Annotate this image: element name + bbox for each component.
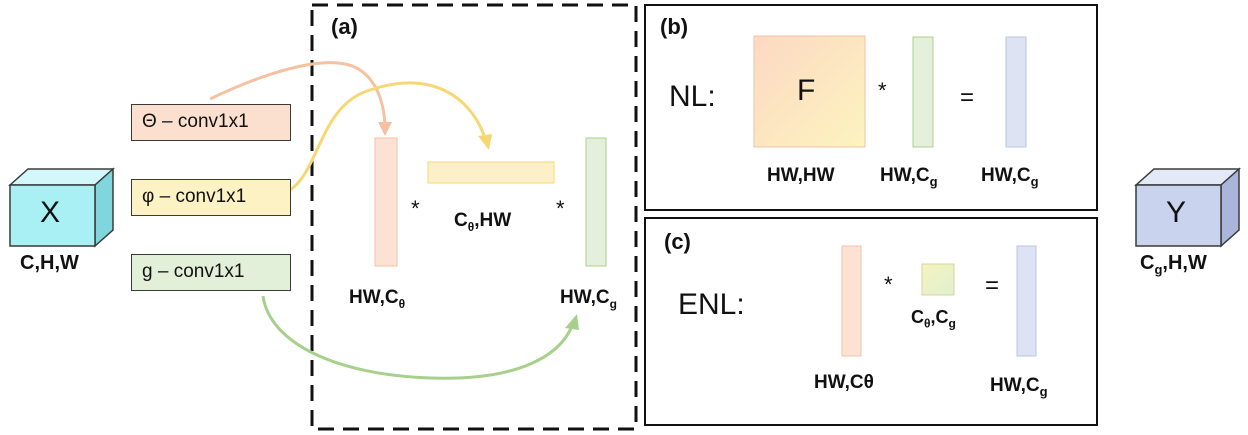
phi-bar bbox=[427, 161, 555, 184]
nl-op-mul: * bbox=[878, 78, 887, 103]
enl-name: ENL: bbox=[678, 288, 745, 321]
enl-small-dim-c: C bbox=[911, 307, 924, 327]
output-shape-c: C bbox=[1140, 252, 1155, 274]
phi-dim-rest: ,HW bbox=[474, 210, 512, 231]
nl-dim2: HW,Cg bbox=[880, 165, 938, 189]
enl-theta-bar bbox=[841, 245, 862, 357]
nl-name: NL: bbox=[669, 80, 716, 113]
op-star-1: * bbox=[411, 196, 420, 221]
f-matrix-label: F bbox=[797, 74, 816, 107]
input-cube bbox=[8, 167, 115, 248]
panel-a-border bbox=[310, 3, 638, 431]
nl-dim3: HW,Cg bbox=[981, 165, 1039, 189]
enl-dim3-sub: g bbox=[1039, 383, 1048, 399]
theta-dim-sub: θ bbox=[398, 296, 406, 311]
g-dim-label: HW,Cg bbox=[560, 287, 617, 311]
enl-dim3-c: HW,C bbox=[990, 375, 1040, 396]
output-shape-sub: g bbox=[1154, 262, 1163, 277]
theta-dim-label: HW,Cθ bbox=[349, 287, 405, 311]
output-shape-rest: ,H,W bbox=[1162, 252, 1207, 274]
theta-conv-box: Θ – conv1x1 bbox=[131, 104, 291, 141]
output-shape: Cg,H,W bbox=[1140, 252, 1207, 277]
enl-dim3: HW,Cg bbox=[990, 375, 1048, 399]
panel-a-tag: (a) bbox=[331, 14, 358, 39]
output-label: Y bbox=[1166, 196, 1187, 229]
input-shape: C,H,W bbox=[20, 252, 79, 274]
enl-small-matrix bbox=[921, 263, 955, 296]
input-label: X bbox=[40, 196, 61, 229]
enl-op-eq: = bbox=[985, 272, 1000, 299]
theta-arrow bbox=[209, 61, 392, 136]
g-dim-c: HW,C bbox=[560, 287, 610, 308]
theta-bar bbox=[374, 137, 398, 267]
nl-op-eq: = bbox=[960, 84, 975, 111]
g-arrow bbox=[261, 295, 579, 380]
enl-small-dim-sub: θ bbox=[924, 316, 931, 331]
nl-g-bar bbox=[912, 36, 934, 148]
g-bar bbox=[585, 137, 607, 267]
enl-dim1: HW,Cθ bbox=[814, 372, 874, 393]
nl-dim2-sub: g bbox=[929, 173, 938, 189]
panel-b-border bbox=[644, 4, 1098, 211]
g-dim-sub: g bbox=[609, 296, 617, 311]
g-conv-box: g – conv1x1 bbox=[131, 254, 291, 291]
nl-out-bar bbox=[1005, 36, 1027, 148]
enl-small-dim: Cθ,Cg bbox=[911, 307, 956, 331]
enl-out-bar bbox=[1016, 245, 1037, 357]
enl-small-dim-sub2: g bbox=[948, 316, 956, 331]
panel-c-border bbox=[644, 217, 1098, 426]
enl-op-mul: * bbox=[884, 272, 893, 297]
nl-dim3-sub: g bbox=[1030, 173, 1039, 189]
nl-dim1: HW,HW bbox=[767, 165, 835, 186]
phi-dim-sub: θ bbox=[467, 219, 475, 234]
enl-small-dim-mid: ,C bbox=[930, 307, 949, 327]
nl-dim2-c: HW,C bbox=[880, 165, 930, 186]
phi-dim-label: Cθ,HW bbox=[454, 210, 511, 234]
phi-arrow bbox=[289, 81, 492, 192]
theta-dim-c: HW,C bbox=[349, 287, 399, 308]
panel-c-tag: (c) bbox=[664, 229, 691, 254]
nl-dim3-c: HW,C bbox=[981, 165, 1031, 186]
f-matrix bbox=[753, 35, 866, 148]
phi-dim-c: C bbox=[454, 210, 468, 231]
output-cube bbox=[1134, 167, 1241, 248]
op-star-2: * bbox=[556, 196, 565, 221]
phi-conv-box: φ – conv1x1 bbox=[131, 179, 291, 216]
panel-b-tag: (b) bbox=[660, 14, 689, 39]
